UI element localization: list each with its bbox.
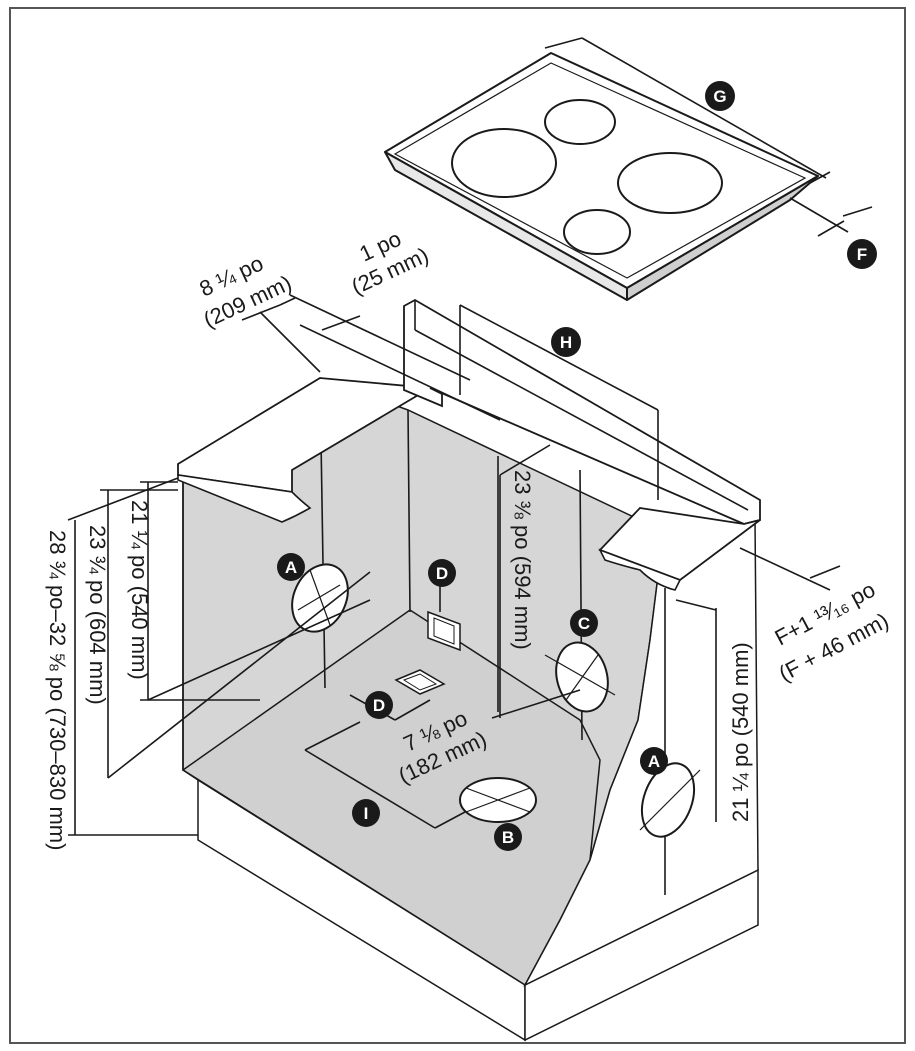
badge-g: G [705, 81, 735, 111]
svg-text:I: I [364, 804, 369, 823]
svg-text:A: A [285, 558, 297, 577]
svg-text:G: G [713, 87, 726, 106]
burner-small-bottom [563, 209, 631, 255]
label-21-25-right: 21 ¼ po (540 mm) [728, 642, 753, 822]
svg-text:B: B [502, 828, 514, 847]
label-23-75: 23 ¾ po (604 mm) [85, 525, 110, 705]
badge-d-bottom: D [365, 691, 393, 719]
badge-h: H [551, 327, 581, 357]
hole-a-right [639, 762, 701, 838]
badge-a-left: A [277, 553, 305, 581]
burner-small-top [544, 99, 616, 145]
outlet-d-floor [394, 669, 446, 695]
hole-b [459, 777, 537, 823]
badge-i: I [352, 799, 380, 827]
badge-f: F [847, 239, 877, 269]
svg-text:F: F [857, 245, 867, 264]
label-23-375: 23 ⅜ po (594 mm) [510, 470, 535, 650]
cabinet [177, 298, 761, 1042]
svg-text:D: D [436, 564, 448, 583]
badge-b: B [494, 823, 522, 851]
badge-c: C [570, 609, 598, 637]
svg-text:A: A [648, 752, 660, 771]
diagram-border [9, 7, 906, 1044]
burner-large-right [617, 152, 723, 214]
badge-a-right: A [640, 747, 668, 775]
svg-text:D: D [373, 696, 385, 715]
label-28-75-32-625: 28 ¾ po–32 ⅝ po (730–830 mm) [45, 530, 70, 850]
svg-text:H: H [560, 333, 572, 352]
label-21-25-left: 21 ¼ po (540 mm) [127, 500, 152, 680]
burner-large-left [451, 128, 557, 198]
cooktop [384, 52, 819, 301]
outlet-d-wall [427, 610, 461, 652]
badge-d-top: D [428, 559, 456, 587]
svg-text:C: C [578, 614, 590, 633]
